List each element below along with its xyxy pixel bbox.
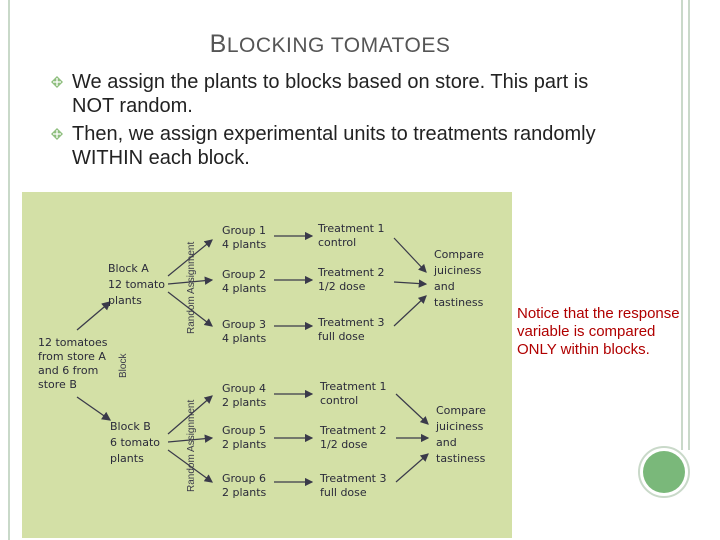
arrow-block-a-group-1 [167, 239, 213, 277]
group-6-label: Group 6 2 plants [222, 472, 269, 499]
arrow-treatment-2-compare [393, 279, 428, 288]
block-a-label: Block A 12 tomato plants [108, 262, 169, 307]
bullet-text: We assign the plants to blocks based on … [72, 71, 589, 117]
source-label: 12 tomatoes from store A and 6 from stor… [38, 336, 111, 391]
compare-a-label: Compare juiciness and tastiness [433, 248, 487, 309]
slide-title: BLOCKING TOMATOES [0, 30, 660, 59]
treatment-3-label: Treatment 3 full dose [317, 316, 388, 343]
treatment-6-label: Treatment 3 full dose [319, 472, 390, 499]
block-b-label: Block B 6 tomato plants [110, 420, 164, 465]
group-2-label: Group 2 4 plants [222, 268, 269, 295]
arrow-treatment-3-compare [393, 295, 427, 327]
title-initial: B [209, 30, 227, 58]
treatment-2-label: Treatment 2 1/2 dose [317, 266, 388, 293]
arrow-treatment-6-compare [395, 453, 429, 483]
arrow-block-b-group-5 [167, 434, 214, 443]
slide-corner-circle [643, 451, 685, 493]
arrow-block-a-group-2 [167, 276, 214, 285]
note-text: Notice that the response variable is com… [517, 305, 680, 358]
bullet-item: We assign the plants to blocks based on … [50, 70, 620, 118]
arrow-to-block-a [76, 301, 111, 331]
bullet-list: We assign the plants to blocks based on … [50, 70, 620, 174]
bullet-text: Then, we assign experimental units to tr… [72, 123, 596, 169]
compare-b-label: Compare juiciness and tastiness [435, 404, 489, 465]
group-5-label: Group 5 2 plants [222, 424, 269, 451]
bullet-item: Then, we assign experimental units to tr… [50, 122, 620, 170]
arrow-block-a-group-3 [167, 291, 213, 327]
group-4-label: Group 4 2 plants [222, 382, 269, 409]
arrow-to-block-b [76, 396, 112, 421]
treatment-4-label: Treatment 1 control [319, 380, 390, 407]
diamond-bullet-icon [51, 76, 63, 88]
arrow-treatment-4-compare [395, 393, 429, 425]
arrow-block-b-group-4 [167, 395, 213, 435]
arrow-treatment-1-compare [393, 237, 427, 273]
treatment-5-label: Treatment 2 1/2 dose [319, 424, 390, 451]
group-1-label: Group 1 4 plants [222, 224, 269, 251]
random-assignment-b-label: Random Assignment [186, 400, 197, 492]
treatment-1-label: Treatment 1 control [317, 222, 388, 249]
arrow-block-b-group-6 [167, 449, 213, 483]
diamond-bullet-icon [51, 128, 63, 140]
title-rest: LOCKING TOMATOES [226, 34, 451, 57]
slide-frame-left [8, 0, 10, 540]
diagram-canvas: 12 tomatoes from store A and 6 from stor… [38, 222, 489, 499]
slide-frame-right-inner [688, 0, 690, 450]
blocking-diagram: 12 tomatoes from store A and 6 from stor… [22, 192, 512, 538]
group-3-label: Group 3 4 plants [222, 318, 269, 345]
random-assignment-a-label: Random Assignment [186, 242, 197, 334]
slide-frame-right [681, 0, 683, 450]
block-rotated-label: Block [118, 353, 129, 378]
